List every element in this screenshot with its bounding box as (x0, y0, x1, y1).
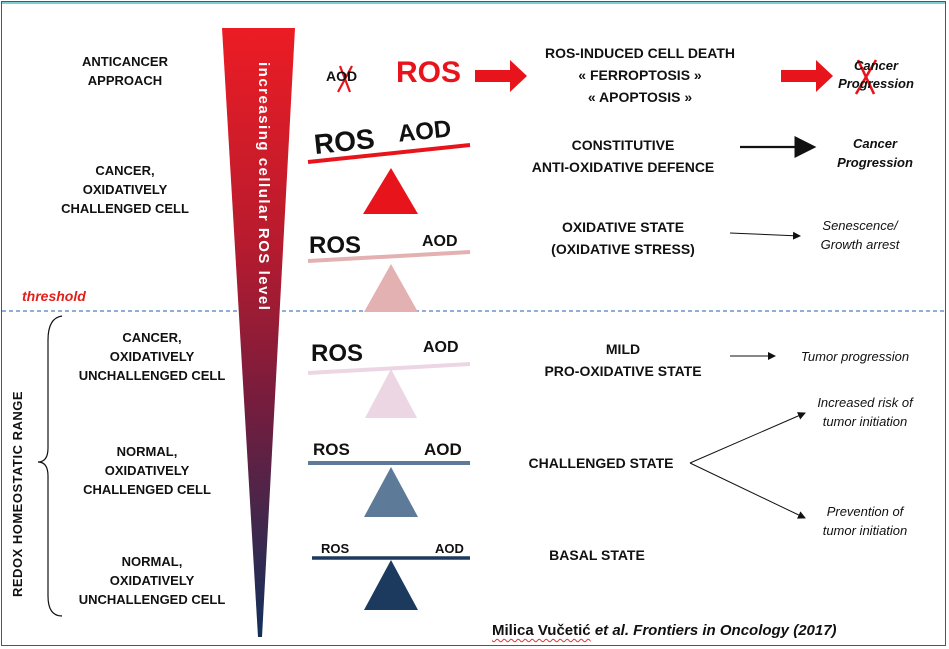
ros-level-wedge (222, 28, 295, 637)
outcome-prevention: Prevention of tumor initiation (822, 504, 908, 538)
cancer-progression-strike (854, 59, 878, 95)
aod-constitutive: AOD (396, 115, 453, 148)
red-arrow-2 (781, 60, 833, 92)
aod-strike-mark (337, 65, 353, 93)
state-constitutive-defence: CONSTITUTIVE ANTI-OXIDATIVE DEFENCE (531, 137, 715, 175)
ros-challenged: ROS (313, 440, 350, 459)
fulcrum-oxidative (364, 264, 418, 312)
outcome-increased-risk: Increased risk of tumor initiation (817, 395, 913, 429)
top-accent-line (1, 1, 946, 4)
red-arrow-1 (475, 60, 527, 92)
aod-crossed-text: AOD (326, 68, 358, 84)
arrow-to-senescence (729, 231, 801, 240)
fulcrum-constitutive (363, 168, 418, 214)
threshold-label: threshold (22, 288, 86, 304)
figure-credit: Milica Vučetić et al. Frontiers in Oncol… (492, 622, 837, 639)
row-label-normal-challenged: NORMAL, OXIDATIVELY CHALLENGED CELL (83, 444, 211, 497)
ros-constitutive: ROS (312, 122, 377, 161)
ros-basal: ROS (321, 541, 350, 556)
state-mild-pro-oxidative: MILD PRO-OXIDATIVE STATE (544, 341, 702, 379)
credit-etal: et al. (590, 622, 630, 639)
fulcrum-mild (365, 369, 417, 418)
arrow-to-prevention (689, 462, 806, 519)
row-label-cancer-unchallenged: CANCER, OXIDATIVELY UNCHALLENGED CELL (78, 330, 226, 383)
state-challenged: CHALLENGED STATE (528, 455, 674, 471)
aod-mild: AOD (423, 339, 459, 356)
outcome-senescence: Senescence/ Growth arrest (820, 218, 900, 252)
state-ros-induced-death: ROS-INDUCED CELL DEATH « FERROPTOSIS » «… (544, 45, 736, 105)
redox-range-label: REDOX HOMEOSTATIC RANGE (10, 390, 25, 597)
fulcrum-basal (364, 560, 418, 610)
aod-oxidative: AOD (422, 233, 458, 250)
state-oxidative: OXIDATIVE STATE (OXIDATIVE STRESS) (551, 219, 695, 257)
ros-mild: ROS (311, 340, 364, 367)
outcome-cancer-progression: Cancer Progression (837, 136, 913, 170)
arrow-to-increased-risk (689, 412, 806, 464)
aod-challenged: AOD (424, 440, 462, 459)
beam-constitutive (307, 143, 471, 164)
outcome-cancer-progression-crossed: Cancer Progression (838, 58, 914, 91)
ros-large-red: ROS (396, 56, 462, 89)
credit-author: Milica Vučetić (492, 622, 591, 639)
aod-basal: AOD (435, 541, 464, 556)
ros-oxidative: ROS (309, 232, 362, 259)
credit-journal: Frontiers in Oncology (2017) (629, 622, 837, 639)
redox-range-brace (37, 315, 63, 617)
row-label-normal-unchallenged: NORMAL, OXIDATIVELY UNCHALLENGED CELL (78, 554, 226, 607)
beam-oxidative (307, 250, 471, 263)
row-label-cancer-challenged: CANCER, OXIDATIVELY CHALLENGED CELL (61, 163, 189, 216)
fulcrum-challenged (364, 467, 418, 517)
wedge-label: increasing cellular ROS level (255, 62, 272, 312)
outcome-tumor-progression: Tumor progression (800, 349, 910, 364)
state-basal: BASAL STATE (549, 547, 645, 563)
row-label-anticancer: ANTICANCER APPROACH (82, 54, 168, 88)
beam-mild (307, 362, 471, 375)
